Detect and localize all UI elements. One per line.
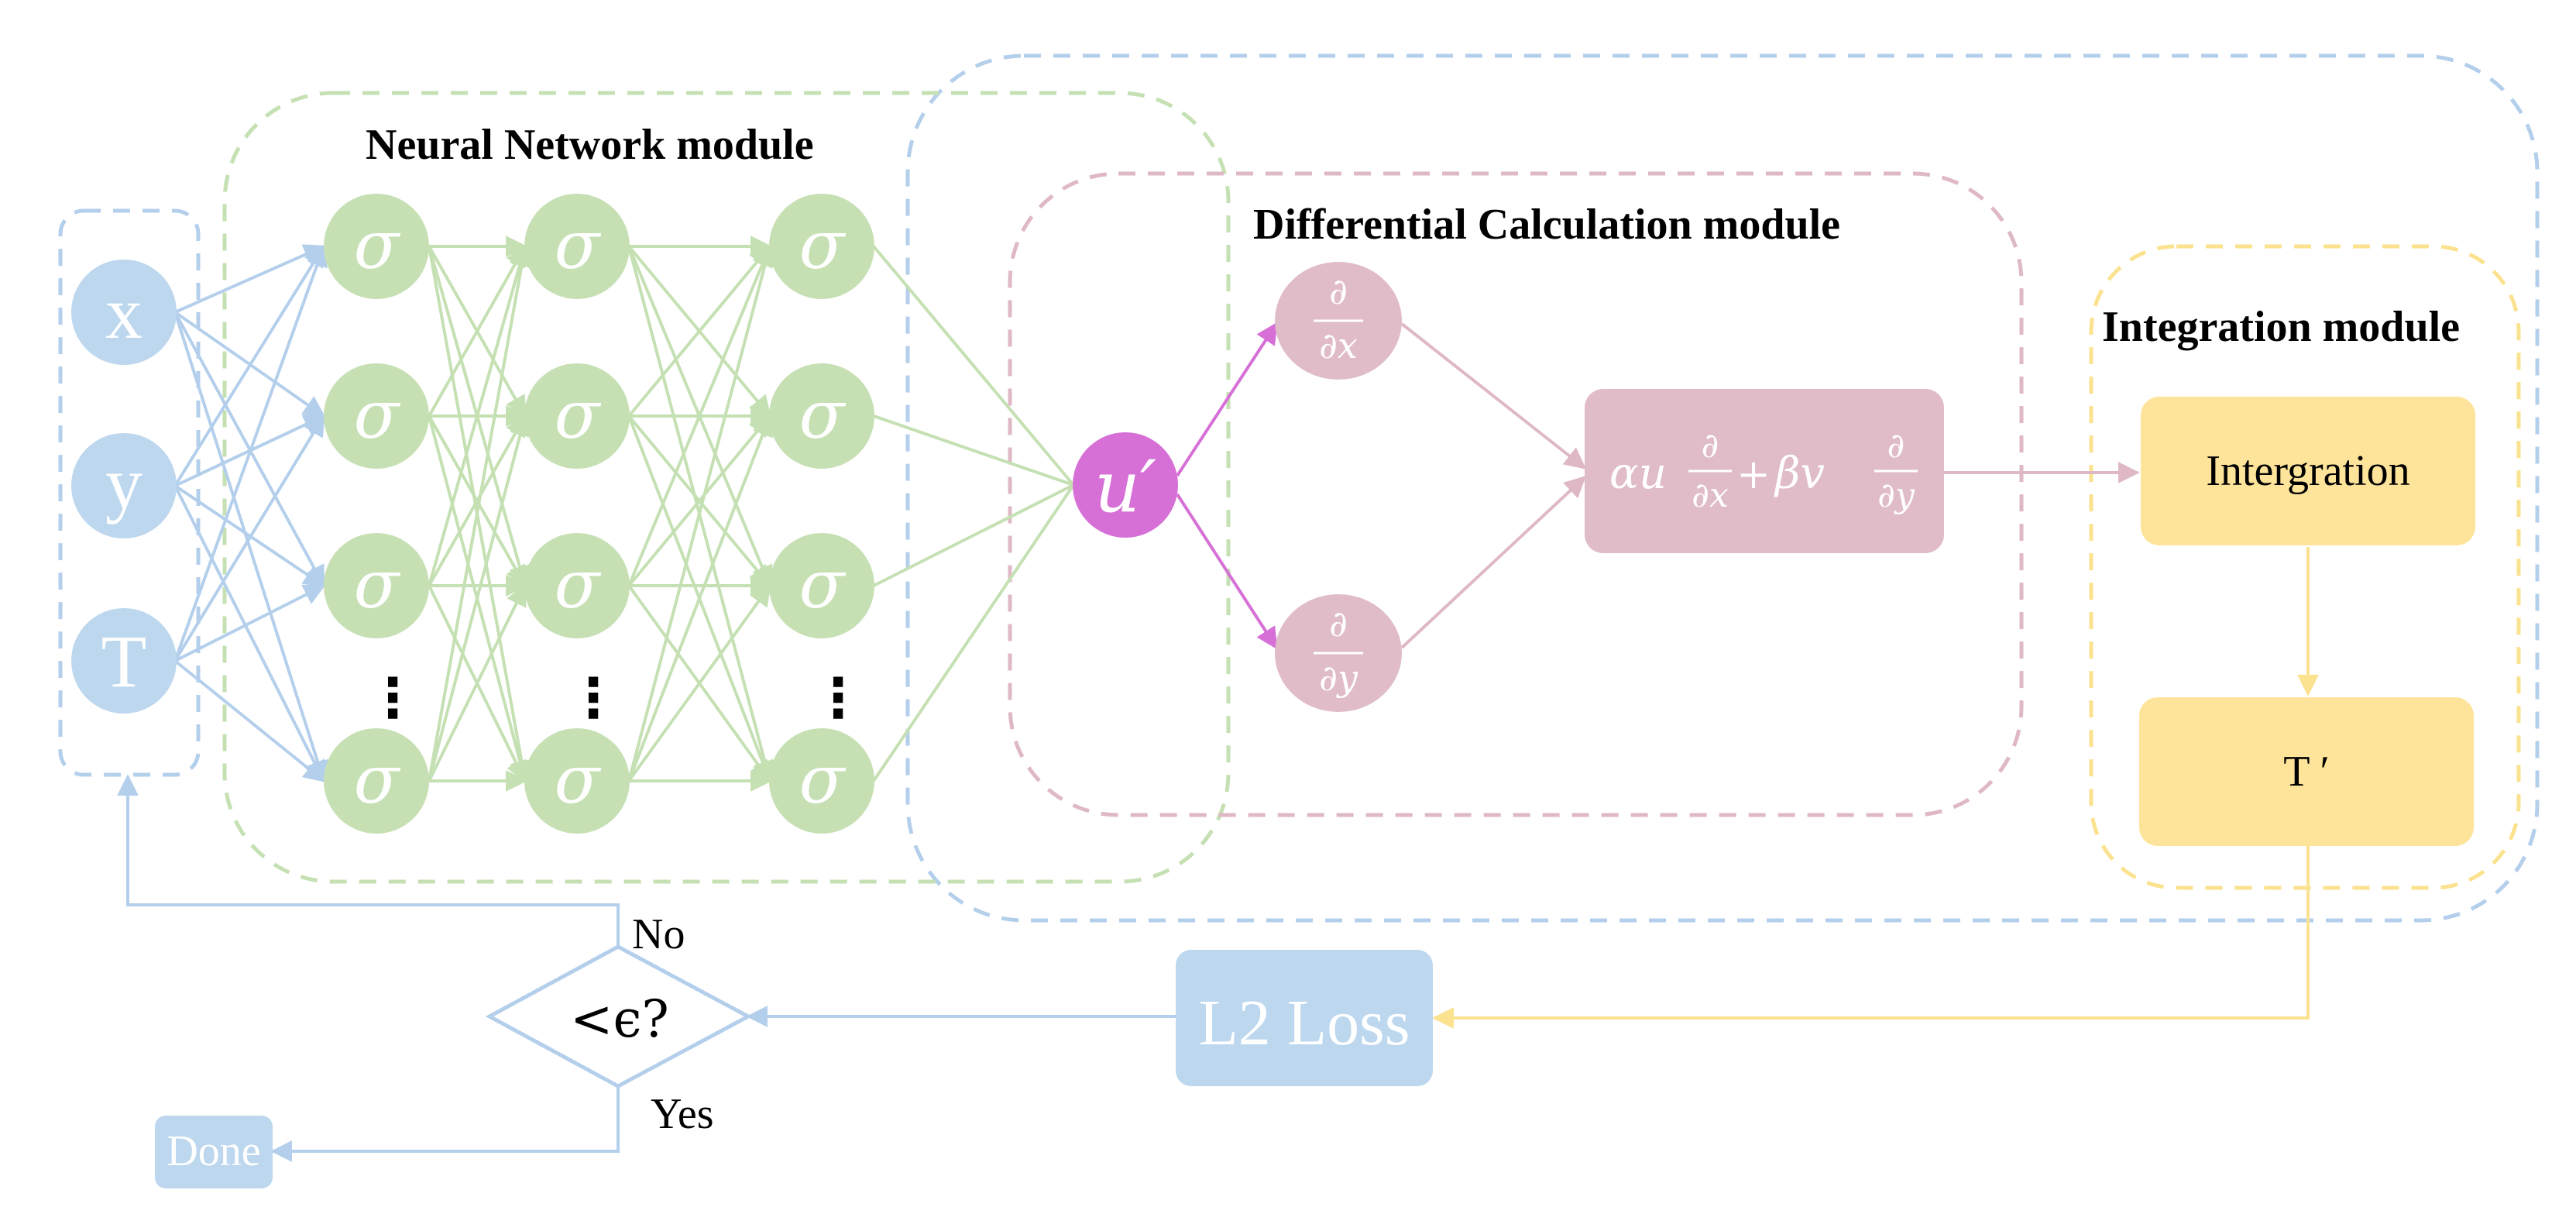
svg-text:<ϵ?: <ϵ?	[570, 989, 669, 1049]
convergence-decision: <ϵ?	[485, 944, 753, 1088]
ellipsis: ⋮	[811, 666, 865, 730]
hidden-connections-2	[627, 236, 776, 792]
svg-text:σ: σ	[799, 546, 847, 624]
no-feedback-arrow	[117, 774, 620, 947]
neuron: σ	[324, 728, 429, 834]
neuron: σ	[769, 728, 874, 834]
neuron: σ	[769, 533, 874, 638]
svg-text:∂y: ∂y	[1877, 476, 1915, 515]
neuron: σ	[324, 363, 429, 469]
outer-blue-frame	[905, 53, 2540, 923]
svg-text:σ: σ	[555, 741, 602, 819]
yes-to-done-arrow	[270, 1086, 620, 1162]
input-node-y: y	[71, 433, 177, 538]
output-node-u-prime: u′	[1073, 432, 1178, 538]
differential-title: Differential Calculation module	[1253, 201, 1840, 249]
advection-operator-box: αu ∂ ∂x + βv ∂ ∂y	[1585, 389, 1944, 553]
differential-frame	[1008, 171, 2024, 817]
neuron: σ	[524, 728, 630, 834]
neuron: σ	[769, 363, 874, 469]
input-node-x: x	[71, 260, 177, 365]
neuron: σ	[324, 194, 429, 299]
integration-frame	[2089, 244, 2521, 890]
svg-text:σ: σ	[799, 207, 847, 284]
svg-text:αu: αu	[1609, 449, 1667, 499]
svg-text:y: y	[105, 442, 143, 524]
svg-text:L2 Loss: L2 Loss	[1199, 987, 1410, 1059]
neuron: σ	[524, 194, 630, 299]
input-node-t: T	[71, 608, 177, 714]
done-box: Done	[155, 1116, 273, 1188]
integration-box: Intergration	[2141, 397, 2475, 545]
svg-text:σ: σ	[354, 741, 401, 819]
svg-text:T ′: T ′	[2283, 748, 2329, 796]
integration-title: Integration module	[2102, 303, 2460, 351]
svg-text:∂y: ∂y	[1319, 657, 1358, 699]
tprime-to-loss-arrow	[1432, 846, 2310, 1029]
svg-text:σ: σ	[555, 377, 602, 454]
svg-text:Intergration: Intergration	[2206, 447, 2409, 495]
hidden-connections-1	[428, 236, 533, 792]
neural-network-frame	[222, 91, 1231, 884]
yes-label: Yes	[651, 1090, 713, 1138]
neuron: σ	[324, 533, 429, 638]
svg-text:∂: ∂	[1702, 426, 1719, 466]
svg-text:σ: σ	[555, 546, 602, 624]
svg-text:Done: Done	[167, 1127, 260, 1175]
svg-text:βv: βv	[1774, 449, 1825, 499]
svg-text:σ: σ	[354, 207, 401, 284]
neural-network-title: Neural Network module	[366, 121, 814, 169]
svg-text:∂x: ∂x	[1319, 325, 1358, 366]
svg-text:T: T	[101, 620, 147, 703]
partial-dy-node: ∂ ∂y	[1275, 594, 1402, 712]
hidden-layer-2: σ σ σ ⋮ σ	[524, 194, 630, 834]
ellipsis: ⋮	[566, 666, 620, 730]
partial-dx-node: ∂ ∂x	[1275, 262, 1402, 380]
svg-text:+: +	[1736, 452, 1771, 498]
ellipsis: ⋮	[366, 666, 420, 730]
t-prime-box: T ′	[2139, 697, 2474, 846]
input-frame	[58, 208, 201, 777]
svg-text:σ: σ	[354, 377, 401, 454]
svg-text:∂: ∂	[1887, 426, 1905, 466]
input-connections	[173, 244, 328, 783]
neuron: σ	[769, 194, 874, 299]
svg-text:σ: σ	[799, 741, 847, 819]
u-to-partials	[1176, 322, 1278, 650]
neuron: σ	[524, 533, 630, 638]
hidden-layer-3: σ σ σ ⋮ σ	[769, 194, 874, 834]
svg-text:σ: σ	[555, 207, 602, 284]
no-label: No	[632, 910, 685, 958]
l2-loss-box: L2 Loss	[1176, 950, 1433, 1086]
svg-text:∂x: ∂x	[1692, 476, 1729, 515]
svg-text:σ: σ	[799, 377, 847, 454]
hidden-layer-1: σ σ σ ⋮ σ	[324, 194, 429, 834]
svg-text:u′: u′	[1094, 445, 1156, 528]
svg-text:σ: σ	[354, 546, 401, 624]
output-connections	[872, 245, 1075, 782]
neuron: σ	[524, 363, 630, 469]
partials-to-operator	[1400, 322, 2140, 649]
svg-text:x: x	[105, 271, 143, 354]
svg-text:∂: ∂	[1329, 603, 1348, 645]
svg-text:∂: ∂	[1329, 270, 1348, 312]
